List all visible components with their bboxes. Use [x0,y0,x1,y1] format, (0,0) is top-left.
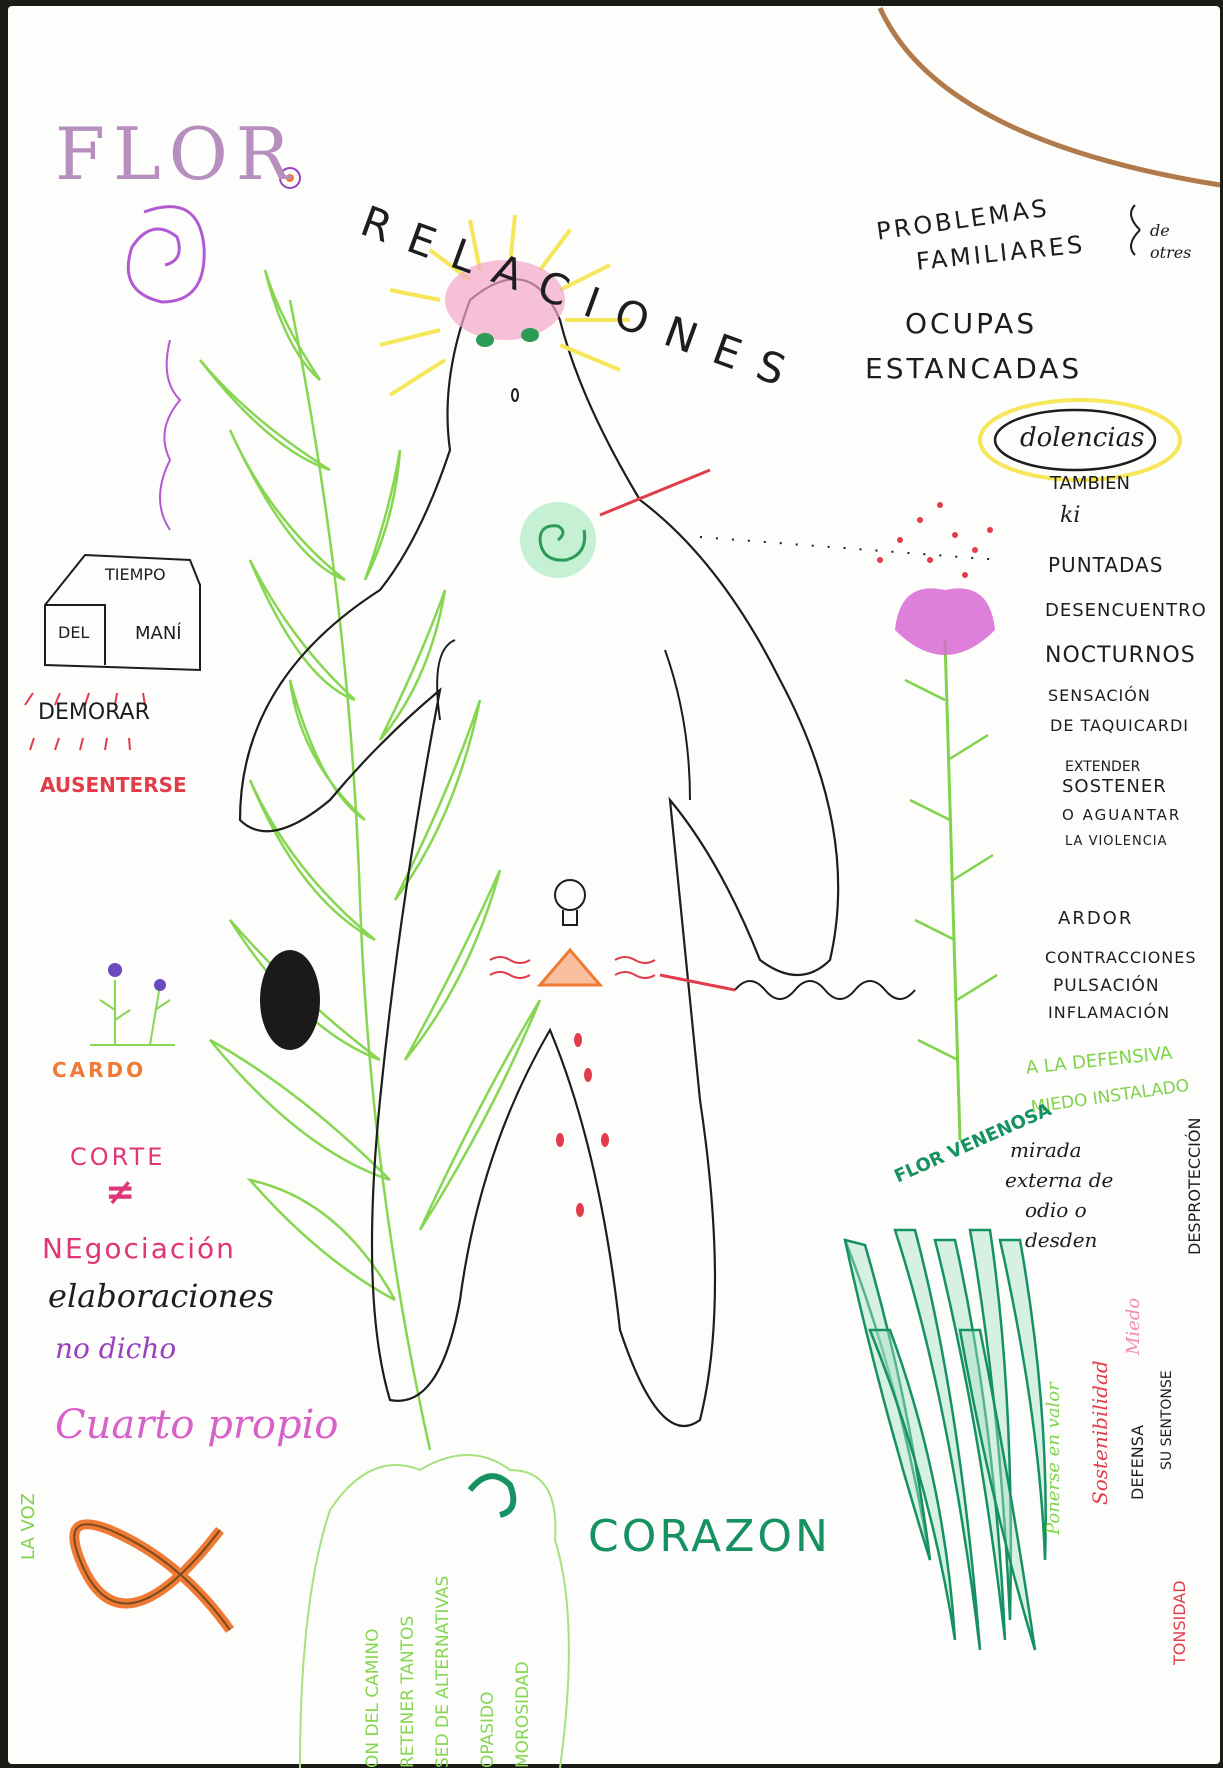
eye-right [521,328,539,342]
body-outline [240,279,838,1426]
violencia-label: LA VIOLENCIA [1065,835,1168,848]
ponerse-en-valor-label: Ponerse en valor [1045,1382,1063,1535]
sostener-label: SOSTENER [1062,778,1167,796]
green-blades [845,1230,1046,1650]
desproteccion-label: DESPROTECCIÓN [1187,1118,1203,1255]
externa-label: externa de [1005,1170,1113,1190]
sostenibilidad-label: Sostenibilidad [1090,1360,1110,1505]
not-equal-sign: ≠ [105,1175,135,1211]
brown-arc [880,8,1220,185]
womb-triangle [540,950,600,985]
flor-title: FLOR [55,118,298,190]
corte-label: CORTE [70,1145,165,1169]
taquicardia-label: DE TAQUICARDI [1050,718,1189,734]
root-line: SED DE ALTERNATIVAS [435,1576,452,1768]
aguantar-label: O AGUANTAR [1062,808,1181,823]
demorar-label: DEMORAR [38,702,150,724]
root-line: RETENER TANTOS [400,1616,417,1768]
elaboraciones-label: elaboraciones [48,1280,274,1312]
fern-leaf [200,270,540,1450]
tonsidad-label: TONSIDAD [1172,1580,1188,1665]
de-otres-label: de otres [1150,220,1210,265]
eye-left [476,333,494,347]
mouth [512,389,518,401]
estancadas-label: ESTANCADAS [865,355,1082,383]
house-label-del: DEL [58,625,89,641]
snake [74,1524,230,1630]
odio-label: odio o [1025,1200,1087,1220]
cuarto-propio-label: Cuarto propio [55,1405,339,1445]
sensacion-label: SENSACIÓN [1048,688,1151,704]
ocupas-label: OCUPAS [905,310,1037,338]
house-label-mani: MANÍ [135,625,182,643]
la-voz-label: LA VOZ [20,1493,38,1560]
extender-label: EXTENDER [1065,760,1140,774]
inflamacion-label: INFLAMACIÓN [1048,1005,1170,1021]
mirada-label: mirada [1010,1140,1082,1160]
defensa-label: DEFENSA [1130,1425,1146,1500]
dolencias-label: dolencias [1020,425,1144,451]
ki-label: ki [1060,505,1080,527]
root-line: MOROSIDAD [515,1661,532,1768]
black-stone [260,950,320,1050]
pulsacion-label: PULSACIÓN [1053,978,1160,995]
tambien-label: TAMBIEN [1050,475,1130,493]
corazon-label: CORAZON [588,1515,831,1559]
flor-spiral [128,207,204,302]
desencuentros-label: DESENCUENTRO [1045,602,1207,620]
puntadas-label: PUNTADAS [1048,555,1163,575]
house-label-tiempo: TIEMPO [105,567,166,583]
no-dicho-label: no dicho [55,1335,176,1363]
wavy-line [735,981,915,999]
cardo-label: CARDO [52,1060,146,1080]
ardor-label: ARDOR [1058,910,1133,928]
lightbulb-icon [555,880,585,925]
miedo-label: Miedo [1125,1298,1143,1355]
root-line: OPASIDO [480,1692,497,1768]
nocturnos-label: NOCTURNOS [1045,645,1196,667]
contracciones-label: CONTRACCIONES [1045,950,1197,966]
ausentarse-label: AUSENTERSE [40,775,187,795]
negociacion-label: NEgociación [42,1235,236,1263]
purple-flower [877,502,997,1140]
desden-label: desden [1025,1230,1097,1250]
root-line: ON DEL CAMINO [365,1629,382,1768]
su-sentonse-label: SU SENTONSE [1160,1370,1174,1470]
